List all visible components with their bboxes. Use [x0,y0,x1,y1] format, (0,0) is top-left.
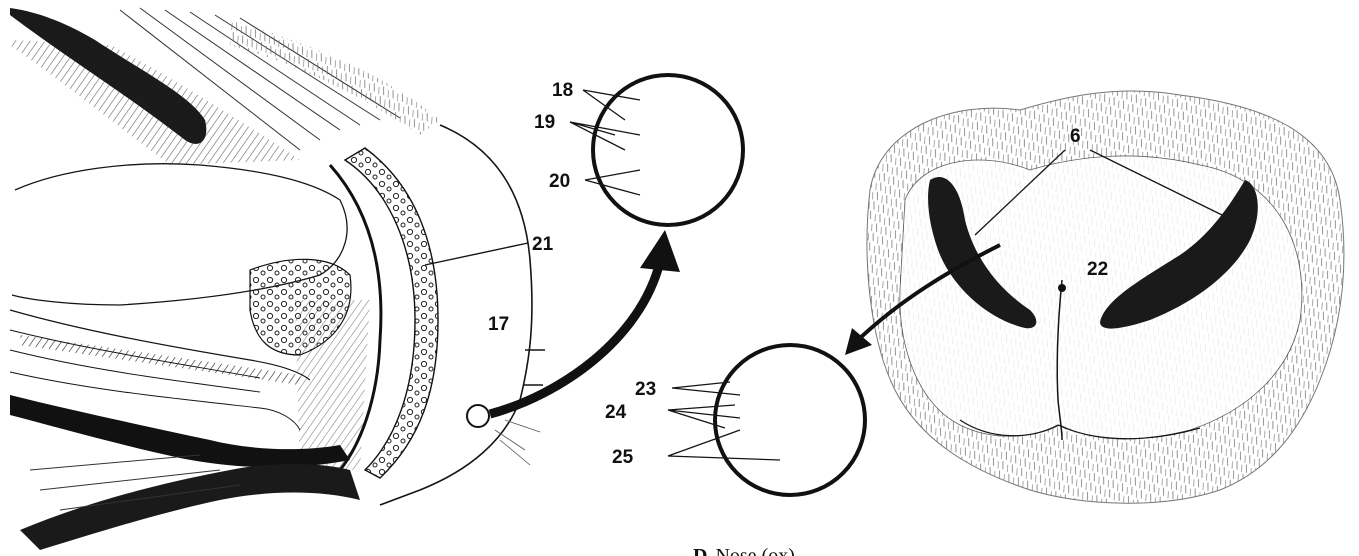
nasal-section-drawing [10,8,545,550]
label-20: 20 [549,171,570,192]
label-21: 21 [532,234,554,255]
nose-front-view [867,91,1344,503]
magnified-detail-lower [668,345,865,505]
label-18: 18 [552,80,573,101]
caption: D Nose (ox) [693,545,795,556]
label-24: 24 [605,402,627,423]
label-25: 25 [612,447,634,468]
label-22: 22 [1087,259,1108,280]
label-23: 23 [635,379,656,400]
caption-text: Nose (ox) [715,545,794,556]
caption-letter: D [693,545,707,556]
label-19: 19 [534,112,555,133]
label-17: 17 [488,314,509,335]
magnified-detail-upper [570,75,743,225]
leader-21 [425,243,528,265]
label-6: 6 [1070,126,1081,147]
